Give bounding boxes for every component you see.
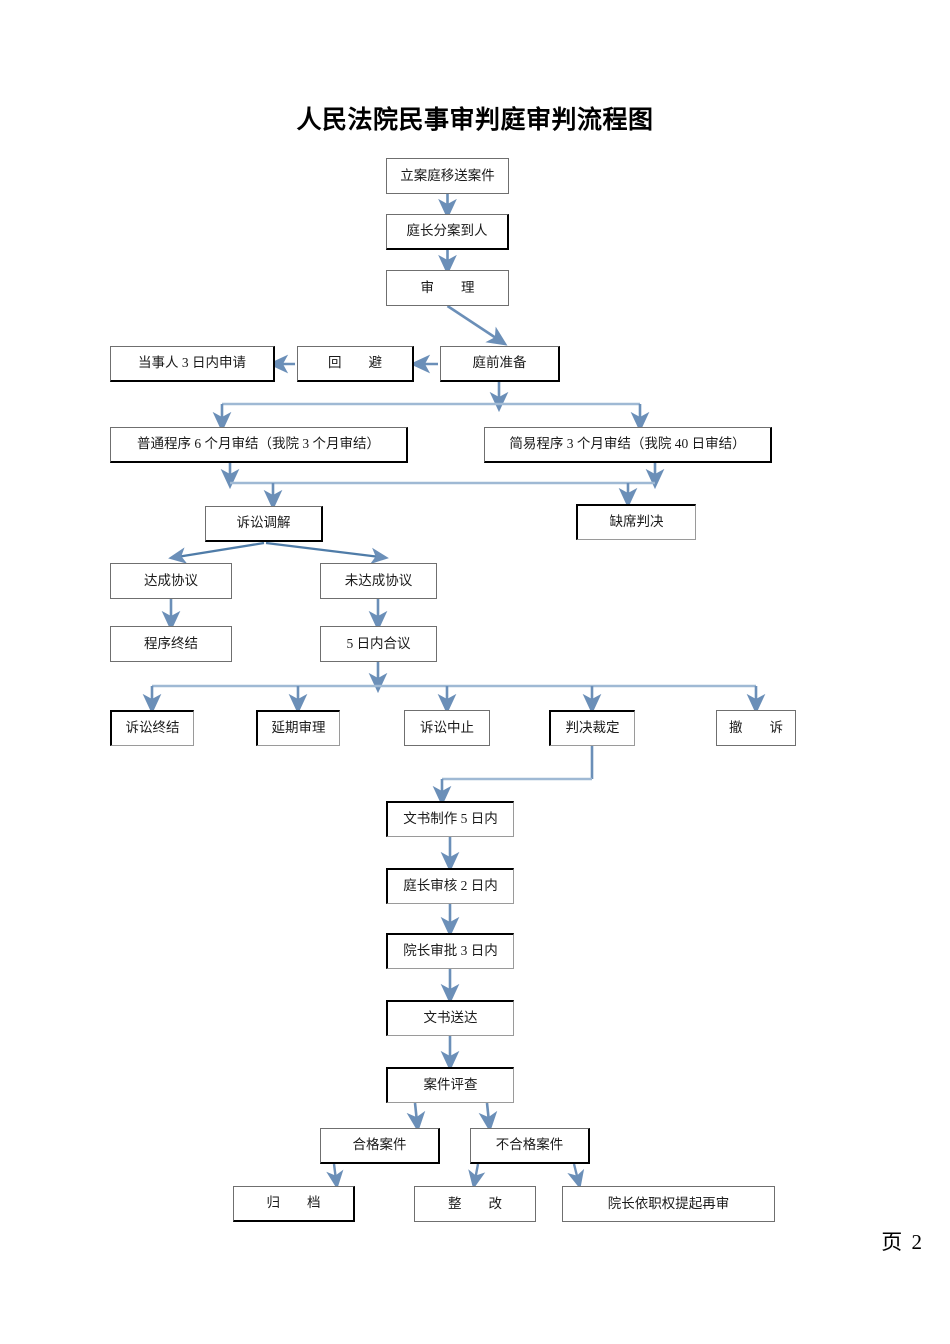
flow-node-label: 合格案件 [352,1137,407,1153]
flow-node-label: 不合格案件 [495,1137,564,1153]
flow-node-label: 归 档 [266,1195,321,1211]
flow-node-n18: 判决裁定 [549,710,635,746]
flow-node-n16: 延期审理 [256,710,340,746]
flow-node-n5: 回 避 [297,346,414,382]
flow-node-label: 文书制作 5 日内 [403,811,498,827]
flow-node-n8: 简易程序 3 个月审结（我院 40 日审结） [484,427,772,463]
flow-node-n22: 院长审批 3 日内 [386,933,514,969]
flow-node-n7: 普通程序 6 个月审结（我院 3 个月审结） [110,427,408,463]
flow-node-n11: 达成协议 [110,563,232,599]
flow-node-label: 未达成协议 [344,572,413,588]
flow-node-label: 当事人 3 日内申请 [138,355,246,371]
flow-node-label: 诉讼终结 [125,720,180,736]
flow-node-label: 文书送达 [423,1010,478,1026]
flow-node-label: 院长依职权提起再审 [607,1195,730,1211]
flow-node-n19: 撤 诉 [716,710,796,746]
flow-node-n15: 诉讼终结 [110,710,194,746]
flow-node-n9: 诉讼调解 [205,506,323,542]
flow-node-n1: 立案庭移送案件 [386,158,509,194]
flow-node-n14: 5 日内合议 [320,626,437,662]
flow-node-label: 回 避 [328,355,382,371]
flow-node-label: 5 日内合议 [346,635,411,651]
flow-node-label: 撤 诉 [729,719,783,735]
page-title: 人民法院民事审判庭审判流程图 [296,106,654,134]
flow-node-label: 诉讼中止 [420,719,474,735]
flow-node-n29: 院长依职权提起再审 [562,1186,775,1222]
flow-node-n23: 文书送达 [386,1000,514,1036]
flow-node-label: 审 理 [420,279,475,295]
flow-node-label: 立案庭移送案件 [400,167,495,183]
page-number: 页 2 [881,1230,924,1254]
flow-node-label: 程序终结 [144,635,198,651]
flow-node-n6: 当事人 3 日内申请 [110,346,275,382]
flow-node-n25: 合格案件 [320,1128,440,1164]
flow-node-n3: 审 理 [386,270,509,306]
flow-node-label: 庭前准备 [472,355,527,371]
flow-node-n27: 归 档 [233,1186,355,1222]
flow-node-label: 院长审批 3 日内 [403,943,498,959]
flow-node-label: 诉讼调解 [236,515,291,531]
flow-node-n12: 未达成协议 [320,563,437,599]
flow-node-n28: 整 改 [414,1186,536,1222]
flow-node-n24: 案件评查 [386,1067,514,1103]
flow-node-label: 简易程序 3 个月审结（我院 40 日审结） [509,436,746,452]
flow-node-label: 普通程序 6 个月审结（我院 3 个月审结） [137,436,380,452]
flow-node-n4: 庭前准备 [440,346,560,382]
flow-node-n20: 文书制作 5 日内 [386,801,514,837]
flow-node-label: 达成协议 [144,572,198,588]
flow-node-label: 延期审理 [271,720,326,736]
flow-node-n10: 缺席判决 [576,504,696,540]
flow-node-n2: 庭长分案到人 [386,214,509,250]
flow-node-label: 缺席判决 [609,514,664,530]
flow-node-label: 庭长分案到人 [406,223,488,239]
flow-node-n21: 庭长审核 2 日内 [386,868,514,904]
flow-node-n26: 不合格案件 [470,1128,590,1164]
flow-node-label: 整 改 [448,1195,502,1211]
flow-node-label: 案件评查 [423,1077,478,1093]
flow-node-label: 庭长审核 2 日内 [403,878,498,894]
flow-node-n13: 程序终结 [110,626,232,662]
flow-node-n17: 诉讼中止 [404,710,490,746]
flow-node-label: 判决裁定 [565,720,620,736]
